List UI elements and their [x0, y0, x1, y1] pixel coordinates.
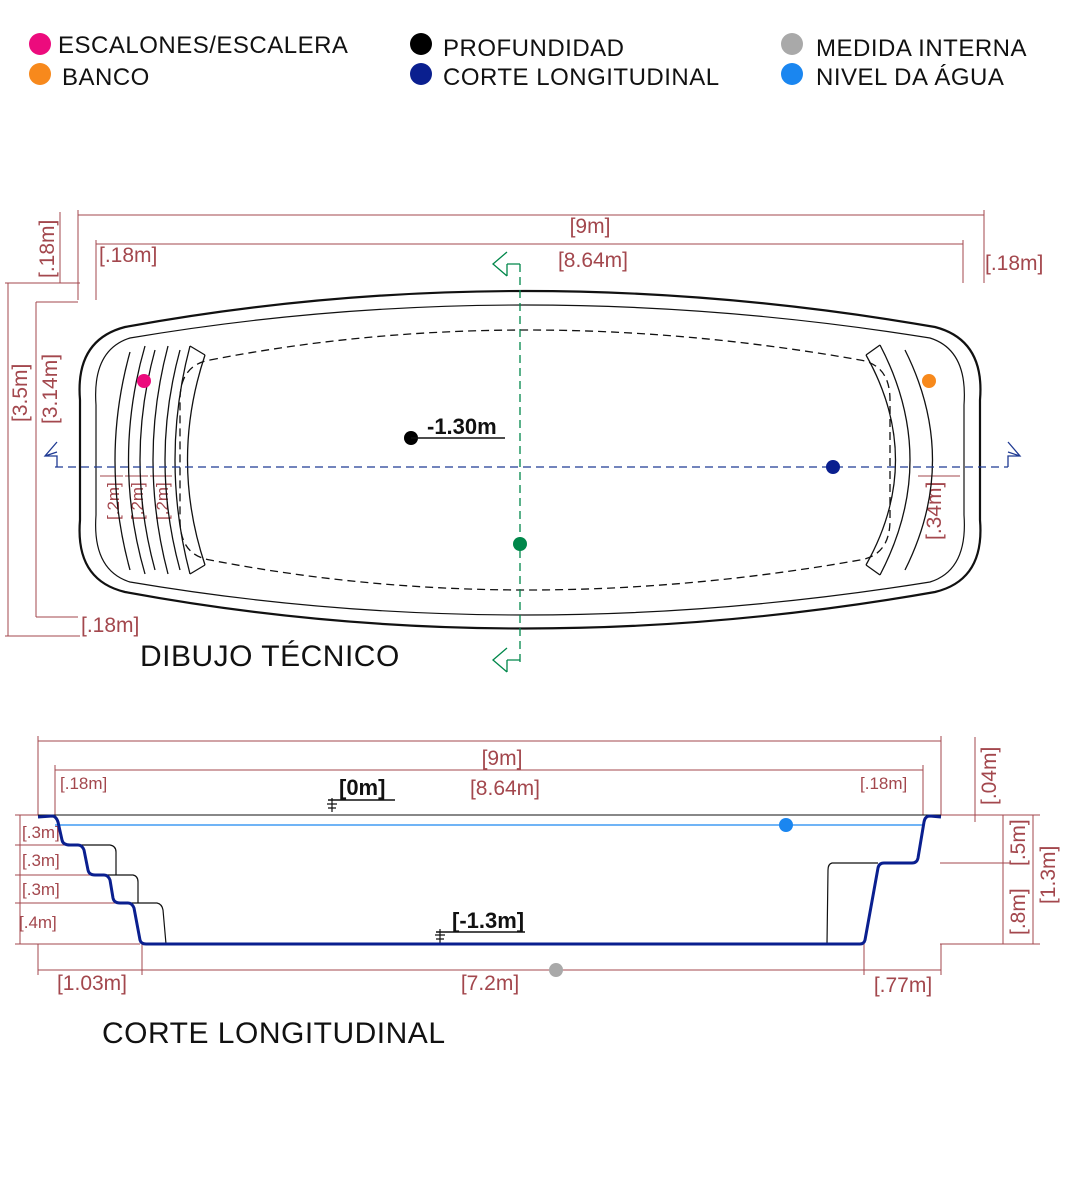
- cut-arrow-top: [492, 251, 520, 277]
- plan-dim-inner-length: [8.64m]: [558, 249, 628, 272]
- pool-outer-outline: [78, 289, 982, 630]
- plan-dim-step-2: [.2m]: [128, 482, 147, 520]
- cut-arrow-left: [43, 441, 58, 467]
- legend-label-steps: ESCALONES/ESCALERA: [58, 32, 348, 59]
- marker-bench: [922, 374, 936, 388]
- section-dim-step-h3: [.3m]: [22, 880, 60, 899]
- plan-dim-step-1: [.2m]: [104, 482, 123, 520]
- plan-dim-bottom-border: [.18m]: [81, 614, 139, 637]
- legend-dot-bench: [29, 63, 51, 85]
- plan-dim-total-width: [3.5m]: [9, 364, 32, 422]
- marker-internal-measure: [549, 963, 563, 977]
- plan-steps: [114, 345, 206, 575]
- plan-dim-top-border: [.18m]: [36, 220, 59, 278]
- plan-dim-inner-width: [3.14m]: [39, 354, 62, 424]
- section-dim-step-h2: [.3m]: [22, 851, 60, 870]
- plan-dim-step-3: [.2m]: [153, 482, 172, 520]
- plan-dim-right-border: [.18m]: [985, 252, 1043, 275]
- plan-dim-bench: [.34m]: [923, 482, 946, 540]
- section-dim-steps-len: [1.03m]: [57, 972, 127, 995]
- legend-label-bench: BANCO: [62, 64, 150, 91]
- pool-inner-outline: [95, 304, 965, 616]
- section-dim-left-border: [.18m]: [60, 774, 107, 793]
- section-dim-total-depth: [1.3m]: [1037, 846, 1060, 904]
- legend-label-water: NIVEL DA ÁGUA: [816, 64, 1004, 91]
- cut-arrow-bottom: [492, 647, 520, 673]
- legend-dot-steps: [29, 33, 51, 55]
- plan-title: DIBUJO TÉCNICO: [140, 640, 400, 673]
- section-floor-level-label: [-1.3m]: [452, 908, 524, 933]
- pool-floor-dashed: [179, 329, 891, 591]
- legend-label-internal: MEDIDA INTERNA: [816, 35, 1027, 62]
- legend-dot-section: [410, 63, 432, 85]
- section-dim-total-length: [9m]: [482, 747, 523, 770]
- cut-arrow-right: [1007, 441, 1022, 467]
- section-water-level-label: [0m]: [339, 775, 385, 800]
- water-level-symbol: [327, 798, 337, 812]
- section-view: [9m] [8.64m] [.18m] [.18m] [.3m] [.3m] […: [15, 736, 1060, 1050]
- marker-water-level: [779, 818, 793, 832]
- plan-dim-total-length: [9m]: [570, 215, 611, 238]
- section-inner-steps: [80, 844, 878, 945]
- plan-dimension-lines: [5, 210, 985, 637]
- section-dim-floor-len: [7.2m]: [461, 972, 519, 995]
- marker-steps: [137, 374, 151, 388]
- section-dim-step-h4: [.4m]: [19, 913, 57, 932]
- plan-bench: [865, 344, 934, 576]
- plan-depth-label: -1.30m: [427, 414, 497, 439]
- section-dim-rim: [.04m]: [978, 747, 1001, 805]
- section-dim-bench-len: [.77m]: [874, 974, 932, 997]
- plan-view: [9m] [8.64m] [.18m] [.18m] [.18m] [.18m]…: [5, 210, 1043, 673]
- legend-dot-internal: [781, 33, 803, 55]
- legend-dot-water: [781, 63, 803, 85]
- section-dim-inner-length: [8.64m]: [470, 777, 540, 800]
- legend-dot-depth: [410, 33, 432, 55]
- section-dim-lower-h: [.8m]: [1007, 888, 1030, 935]
- section-dim-bench-h: [.5m]: [1007, 819, 1030, 866]
- legend-label-depth: PROFUNDIDAD: [443, 35, 625, 62]
- section-dim-right-border: [.18m]: [860, 774, 907, 793]
- marker-section: [826, 460, 840, 474]
- plan-dim-left-border: [.18m]: [99, 244, 157, 267]
- section-dim-step-h1: [.3m]: [22, 823, 60, 842]
- marker-transverse: [513, 537, 527, 551]
- section-dimension-lines: [15, 736, 1040, 975]
- legend-label-section: CORTE LONGITUDINAL: [443, 64, 720, 91]
- section-title: CORTE LONGITUDINAL: [102, 1017, 446, 1050]
- legend: ESCALONES/ESCALERA BANCO PROFUNDIDAD COR…: [29, 32, 1027, 91]
- section-profile: [37, 814, 942, 946]
- floor-level-symbol: [435, 929, 445, 943]
